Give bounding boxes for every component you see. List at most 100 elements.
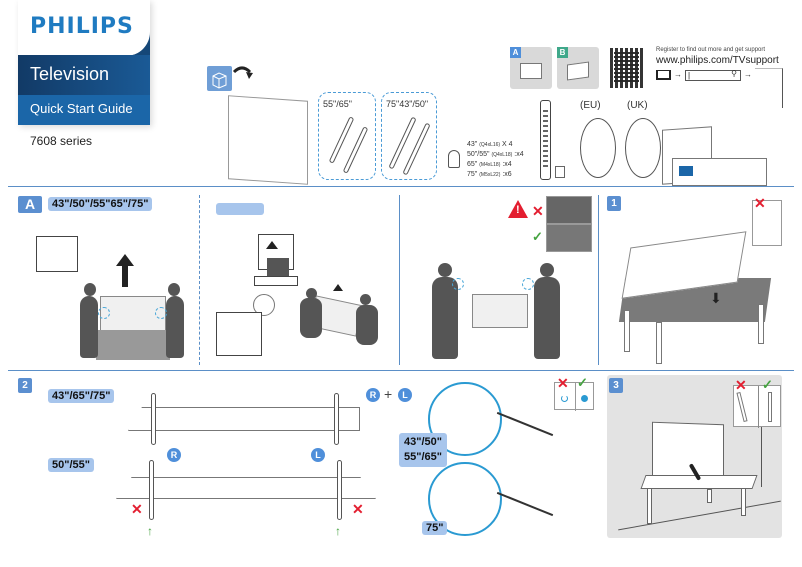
table-leg bbox=[656, 322, 662, 364]
screw-row: 75" (M5xL22) :x6 bbox=[467, 171, 512, 178]
cover-block: PHILIPS Television Quick Start Guide bbox=[18, 0, 150, 125]
grip-point-icon bbox=[452, 278, 464, 290]
divider bbox=[758, 386, 759, 428]
philips-logo: PHILIPS bbox=[30, 14, 134, 39]
step-2-badge: 2 bbox=[18, 378, 32, 393]
bad-mark-icon: ✕ bbox=[557, 375, 569, 391]
zoom1-sizes-tag: 43"/50" 55"/65" bbox=[399, 433, 447, 467]
screwdriver-icon bbox=[496, 491, 554, 517]
upright-tv-icon bbox=[768, 392, 772, 422]
step-3-panel: 3 ✕ ✓ bbox=[607, 375, 782, 538]
person-head bbox=[438, 263, 452, 277]
good-mark-icon: ✓ bbox=[577, 375, 588, 390]
up-arrow-icon bbox=[266, 241, 278, 249]
bad-mark-icon: ✕ bbox=[735, 377, 747, 393]
tilted-tv-icon bbox=[736, 391, 748, 423]
person-head bbox=[360, 294, 371, 305]
person-illustration bbox=[432, 277, 458, 359]
stand-leg-left[interactable] bbox=[337, 460, 342, 520]
title-band bbox=[18, 55, 150, 95]
left-leg-badge: L bbox=[311, 448, 325, 462]
tv-panel-illustration bbox=[228, 95, 308, 185]
batteries-icon bbox=[555, 166, 565, 178]
person-head bbox=[540, 263, 554, 277]
floor-line bbox=[618, 500, 781, 531]
divider bbox=[598, 195, 599, 365]
bad-mark-icon: ✕ bbox=[754, 195, 766, 211]
search-input[interactable]: | ⚲ bbox=[685, 69, 741, 81]
bad-mark-icon: ✕ bbox=[352, 501, 364, 517]
warning-exclamation: ! bbox=[516, 204, 520, 216]
tv-illustration bbox=[472, 294, 528, 328]
series-label: 7608 series bbox=[30, 134, 93, 148]
quick-guide-icon bbox=[672, 158, 767, 186]
screw-row: 50"/55" (Q4xL18) :x4 bbox=[467, 151, 524, 158]
wall-corner-line bbox=[761, 427, 762, 487]
stand-leg-right[interactable] bbox=[149, 460, 154, 520]
person-head bbox=[306, 288, 317, 299]
divider bbox=[8, 186, 794, 187]
stand-leg-left[interactable] bbox=[334, 393, 339, 445]
right-leg-badge: R bbox=[167, 448, 181, 462]
box-icon bbox=[216, 312, 262, 356]
box-icon bbox=[36, 236, 78, 272]
plus-sign: + bbox=[384, 386, 393, 402]
tv-bottom-edge bbox=[128, 407, 360, 431]
support-url[interactable]: www.philips.com/TVsupport bbox=[656, 55, 779, 66]
eu-power-cord-icon bbox=[580, 118, 616, 178]
mount-option-b: B bbox=[557, 47, 599, 89]
person-head bbox=[168, 283, 180, 296]
box-base-illustration bbox=[96, 330, 170, 360]
divider bbox=[399, 195, 400, 365]
stand-group-label: 55"/65" bbox=[323, 99, 352, 109]
unbox-icon bbox=[207, 66, 232, 91]
uk-cord-label: (UK) bbox=[627, 100, 648, 111]
bad-mark-icon: ✕ bbox=[532, 203, 544, 219]
screw-row: 65" (M4xL18) :x4 bbox=[467, 161, 512, 168]
option-badge: A bbox=[510, 47, 521, 58]
grip-point-icon bbox=[522, 278, 534, 290]
document-icon bbox=[755, 68, 783, 108]
grip-point-icon bbox=[155, 307, 167, 319]
person-illustration bbox=[80, 296, 98, 358]
stand-leg-right[interactable] bbox=[151, 393, 156, 445]
screw-check-panel bbox=[554, 382, 594, 411]
screw-icon bbox=[448, 150, 460, 168]
stand-group-label: 75"43"/50" bbox=[386, 99, 429, 109]
warning-triangle-icon bbox=[508, 200, 528, 218]
up-arrow-icon: ↑ bbox=[147, 524, 153, 538]
register-text: Register to find out more and get suppor… bbox=[656, 47, 766, 53]
table-leg bbox=[624, 310, 630, 352]
remote-control-icon bbox=[540, 100, 551, 180]
down-arrow-icon: ⬇ bbox=[710, 290, 722, 306]
tv-on-stand-icon bbox=[520, 63, 542, 79]
right-leg-badge: R bbox=[366, 388, 380, 402]
kneeling-person-illustration bbox=[356, 305, 378, 345]
correct-handling-panel bbox=[546, 224, 592, 252]
up-arrow-icon: ↑ bbox=[335, 524, 341, 538]
up-arrow-icon bbox=[333, 284, 343, 291]
mount-option-a: A bbox=[510, 47, 552, 89]
divider bbox=[199, 195, 200, 365]
product-title: Television bbox=[30, 64, 110, 84]
table-leg bbox=[647, 488, 652, 524]
guide-title: Quick Start Guide bbox=[30, 101, 133, 116]
stand-group-55-65: 55"/65" bbox=[318, 92, 376, 180]
group2-sizes-tag: 50"/55" bbox=[48, 458, 94, 472]
divider bbox=[8, 370, 794, 371]
wrong-handling-panel bbox=[546, 196, 592, 224]
good-mark-icon: ✓ bbox=[762, 377, 773, 392]
grip-point-icon bbox=[98, 307, 110, 319]
screw-list: 43" (Q4xL16) X 4 50"/55" (Q4xL18) :x4 65… bbox=[467, 140, 524, 180]
table-leg bbox=[741, 488, 746, 516]
tilt-check-panel bbox=[733, 385, 781, 428]
screw-row: 43" (Q4xL16) X 4 bbox=[467, 141, 513, 148]
loose-screw-icon bbox=[561, 395, 568, 402]
table-leg bbox=[707, 489, 712, 503]
good-mark-icon: ✓ bbox=[532, 229, 543, 244]
left-leg-badge: L bbox=[398, 388, 412, 402]
zoom2-sizes-tag: 75" bbox=[422, 521, 448, 535]
qr-code[interactable] bbox=[610, 48, 643, 88]
person-illustration bbox=[166, 296, 184, 358]
kneeling-person-illustration bbox=[300, 298, 322, 338]
